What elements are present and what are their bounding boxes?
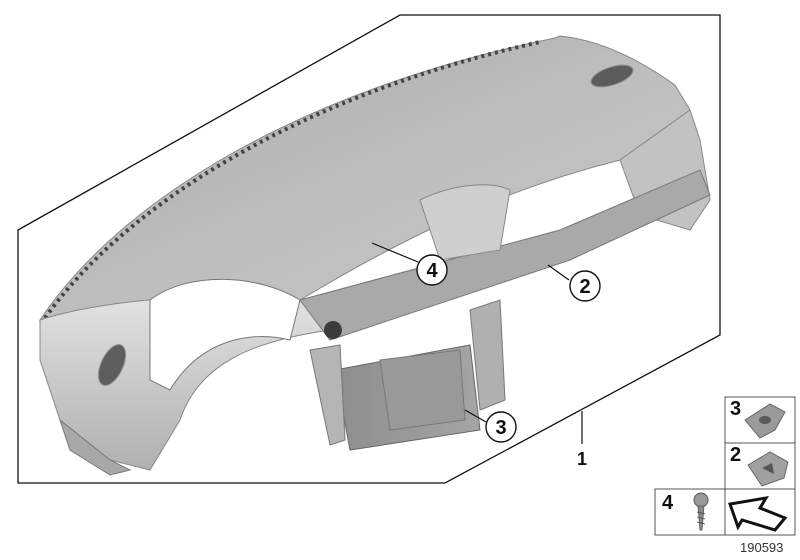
diagram-id: 190593 — [740, 540, 784, 555]
clip-nut-u-icon — [747, 451, 789, 487]
callout-2-label: 2 — [579, 276, 590, 298]
assembly-frame — [17, 14, 721, 484]
legend-item-2[interactable]: 2 — [730, 444, 789, 487]
callout-1-label: 1 — [577, 449, 587, 469]
legend-item-2-number: 2 — [730, 444, 741, 466]
legend-item-4[interactable]: 4 — [662, 492, 709, 531]
screw-icon — [693, 492, 709, 531]
dashboard-illustration — [38, 35, 711, 476]
legend-item-4-number: 4 — [662, 492, 674, 514]
callout-2[interactable]: 2 — [547, 264, 601, 302]
callout-3[interactable]: 3 — [464, 409, 517, 443]
clip-nut-flat-icon — [744, 403, 786, 439]
legend-item-3[interactable]: 3 — [730, 398, 786, 439]
callout-1[interactable]: 1 — [577, 411, 587, 469]
callout-3-label: 3 — [495, 417, 506, 439]
legend-item-3-number: 3 — [730, 398, 741, 420]
assembly-arrow-icon — [727, 495, 788, 532]
callout-4-label: 4 — [426, 260, 438, 282]
parts-legend: 3 2 4 — [654, 396, 796, 536]
callout-4[interactable]: 4 — [371, 242, 448, 286]
